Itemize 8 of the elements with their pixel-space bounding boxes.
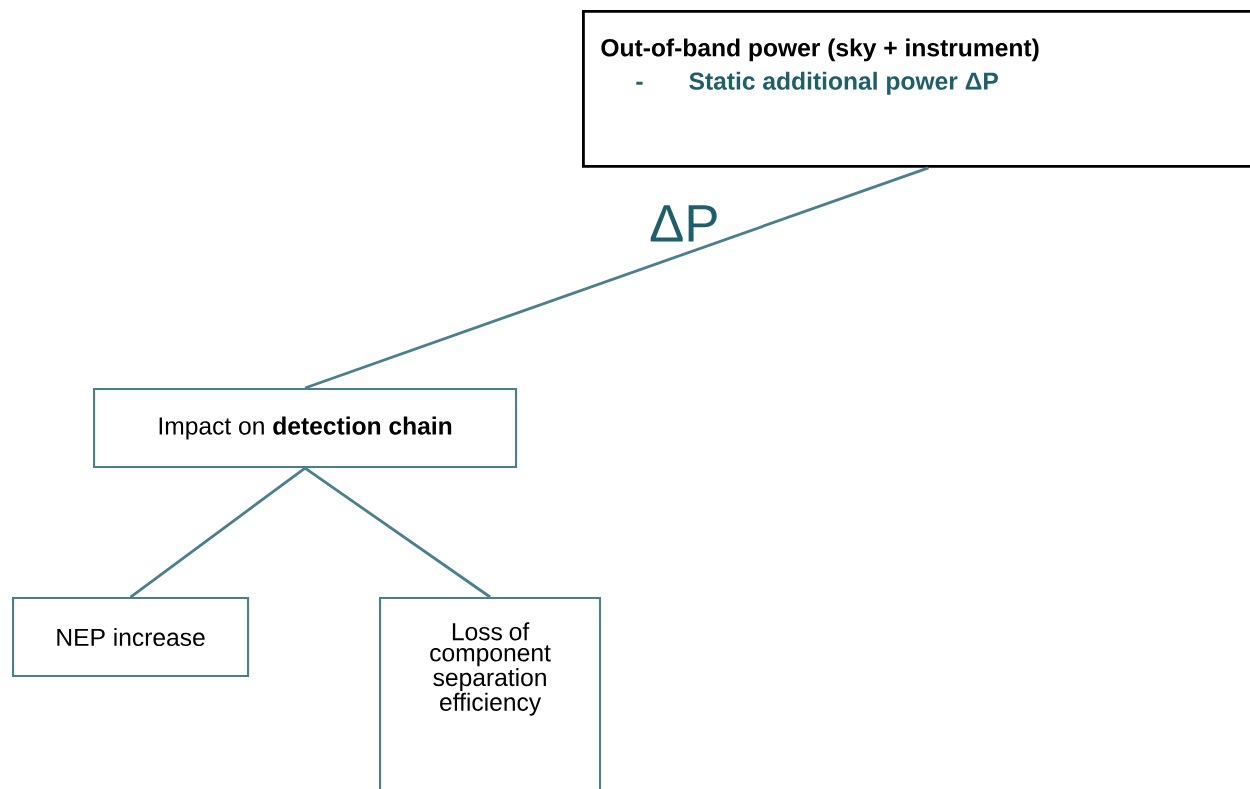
edge-label: ΔP	[650, 205, 717, 242]
connector-line	[129, 467, 306, 599]
text-box: Impact on detection chain	[93, 388, 518, 469]
text-box: NEP increase	[12, 597, 250, 678]
text-box: Out-of-band power (sky + instrument) - Static additional power ΔP	[582, 10, 1250, 168]
text-box: Loss of component separation efficiency	[379, 597, 602, 789]
connector-line	[304, 466, 491, 599]
connector-line	[304, 166, 929, 390]
